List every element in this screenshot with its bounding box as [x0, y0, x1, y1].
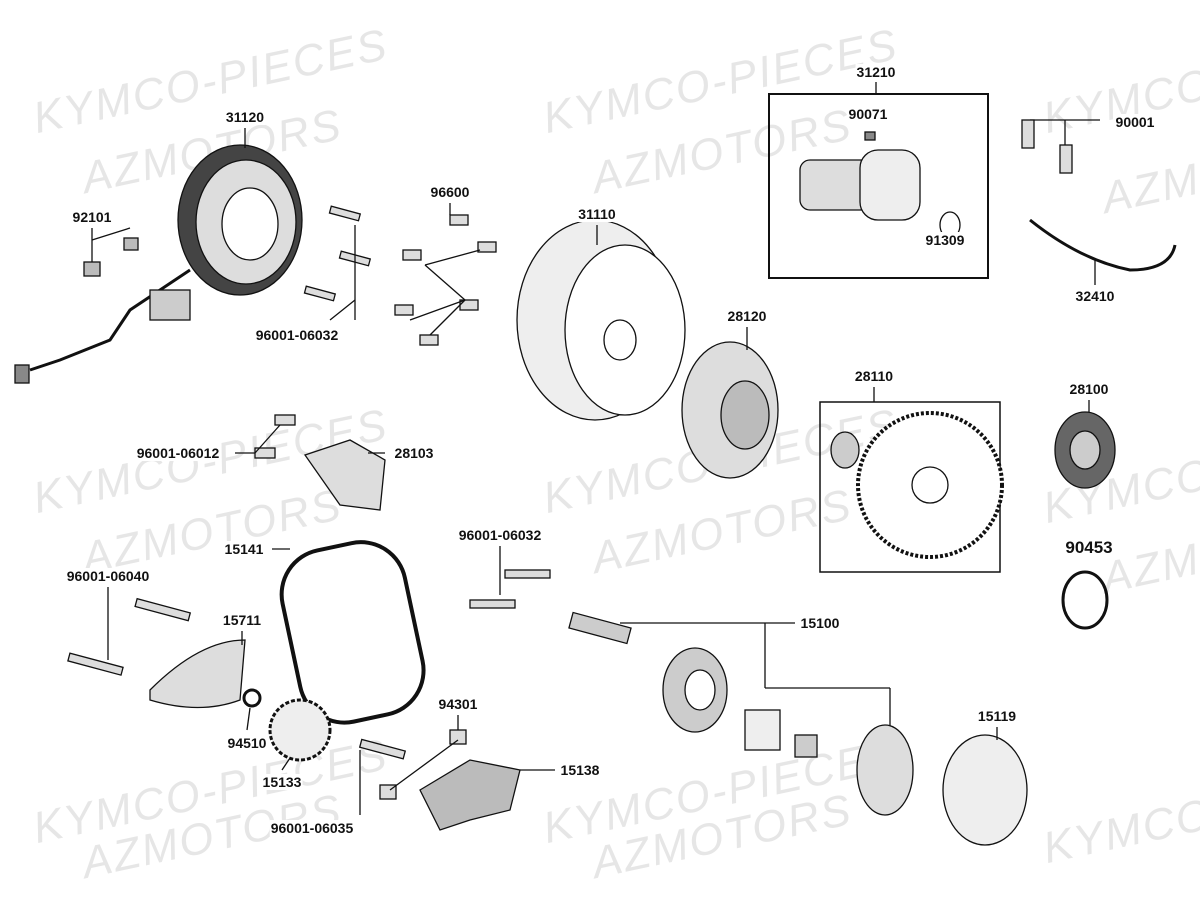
- part-label-28100: 28100: [1068, 381, 1110, 397]
- part-label-28120: 28120: [726, 308, 768, 324]
- part-label-96001-06012: 96001-06012: [135, 445, 221, 461]
- part-label-91309: 91309: [924, 232, 966, 248]
- part-label-31210: 31210: [855, 64, 897, 80]
- part-label-32410: 32410: [1074, 288, 1116, 304]
- part-label-96001-06040: 96001-06040: [65, 568, 151, 584]
- part-label-28103: 28103: [393, 445, 435, 461]
- part-label-15133: 15133: [261, 774, 303, 790]
- part-label-92101: 92101: [71, 209, 113, 225]
- part-label-96001-06032-b: 96001-06032: [457, 527, 543, 543]
- part-label-15141: 15141: [223, 541, 265, 557]
- part-label-31120: 31120: [224, 109, 266, 125]
- part-label-94301: 94301: [437, 696, 479, 712]
- part-label-90453: 90453: [1064, 538, 1114, 558]
- part-label-15119: 15119: [976, 708, 1018, 724]
- part-label-15138: 15138: [559, 762, 601, 778]
- part-label-96001-06035: 96001-06035: [269, 820, 355, 836]
- part-label-90071: 90071: [847, 106, 889, 122]
- part-label-15100: 15100: [799, 615, 841, 631]
- part-label-94510: 94510: [226, 735, 268, 751]
- stator-part: [14, 144, 303, 384]
- flywheel-part: [516, 219, 686, 421]
- part-label-28110: 28110: [853, 368, 895, 384]
- part-label-15711: 15711: [221, 612, 263, 628]
- part-label-90001: 90001: [1114, 114, 1156, 130]
- part-label-96600: 96600: [429, 184, 471, 200]
- part-label-96001-06032: 96001-06032: [254, 327, 340, 343]
- part-label-31110: 31110: [577, 206, 617, 222]
